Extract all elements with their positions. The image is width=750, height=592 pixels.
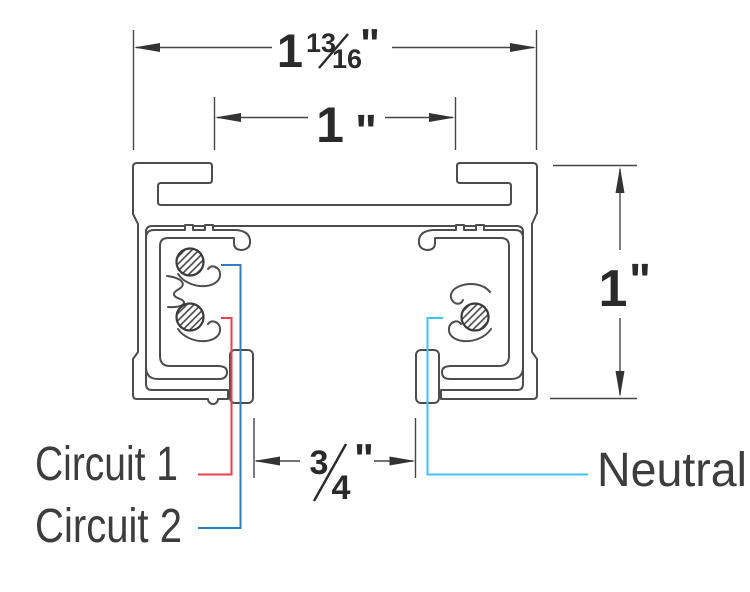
fraction-slash-overall [318, 33, 349, 69]
arrow-right-icon [510, 43, 536, 52]
insulator-right [417, 224, 524, 380]
conductor-circuit1 [175, 302, 205, 332]
dim-height-unit: " [629, 254, 651, 306]
label-circuit-2: Circuit 2 [35, 500, 182, 553]
clip-circuit1 [177, 320, 222, 343]
arrow-down-icon [615, 371, 625, 397]
dim-overall-num: 13 [306, 28, 336, 58]
dimension-arrows [134, 43, 625, 466]
dim-overall-unit: " [360, 20, 380, 67]
dim-overall-whole: 1 [277, 24, 303, 77]
dimension-lines [132, 30, 637, 502]
dim-overall-den: 16 [332, 44, 362, 74]
clip-spring-left [166, 275, 185, 309]
dim-slot-num: 3 [310, 444, 329, 482]
leader-neutral [426, 317, 588, 476]
arrow-left-icon [254, 456, 280, 466]
dim-height-value: 1 [599, 260, 628, 318]
leader-circuit2 [198, 264, 242, 529]
conductor-circuit2 [175, 247, 205, 277]
conductor-labels: Circuit 1 Circuit 2 Neutral [35, 438, 747, 553]
arrow-right-icon [389, 456, 416, 466]
track-extrusion-outline [132, 162, 538, 405]
conductor-neutral [460, 302, 490, 332]
arrow-up-icon [615, 167, 625, 193]
label-neutral: Neutral [597, 444, 747, 497]
dim-opening-value: 1 [316, 97, 344, 153]
dimension-texts: 1 13 16 " 1 " 1 " 3 4 " [277, 20, 651, 507]
leader-lines [198, 264, 588, 529]
clip-circuit2 [177, 265, 222, 288]
arrow-left-icon [215, 113, 241, 122]
dim-slot-unit: " [354, 435, 374, 482]
clip-neutral-lower [447, 320, 492, 343]
insulator-left [145, 224, 252, 380]
label-circuit-1: Circuit 1 [35, 438, 178, 491]
fraction-slash-slot [312, 443, 348, 502]
clip-neutral-upper [449, 283, 491, 305]
arrow-right-icon [429, 113, 455, 122]
leader-circuit1 [198, 317, 233, 476]
arrow-left-icon [134, 43, 160, 52]
dim-opening-unit: " [355, 105, 377, 157]
dim-slot-den: 4 [332, 469, 351, 507]
